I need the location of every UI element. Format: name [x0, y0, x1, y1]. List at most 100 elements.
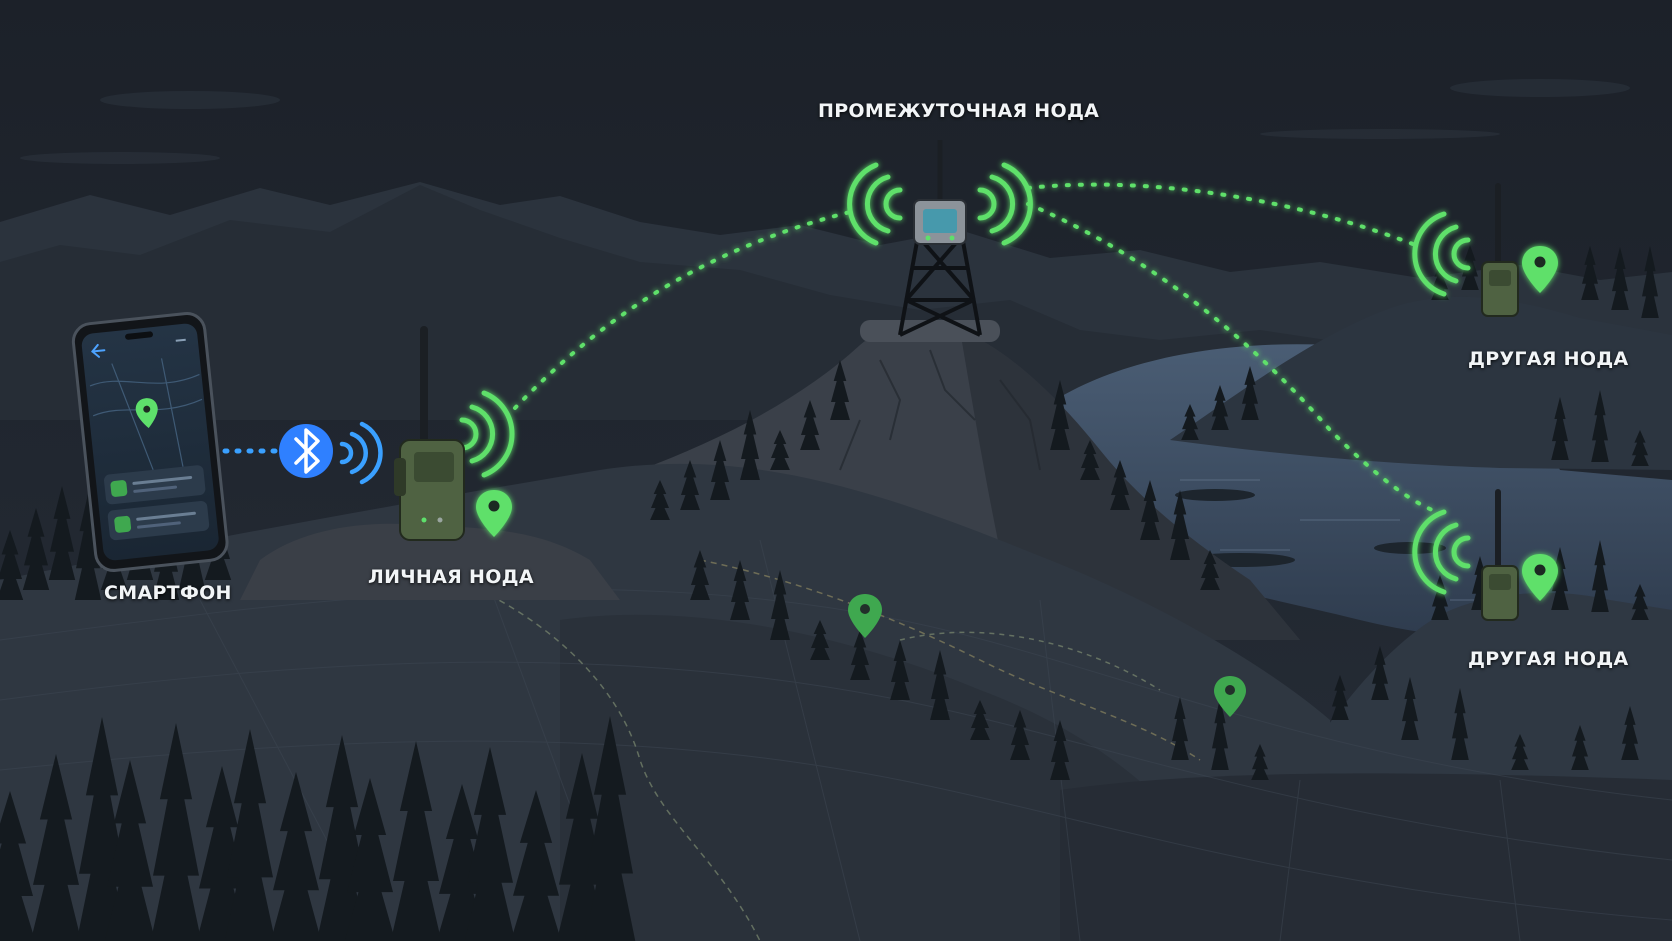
tree — [770, 570, 790, 640]
label-other-node-1: ДРУГАЯ НОДА — [1468, 348, 1629, 370]
tree — [74, 494, 102, 600]
tree — [1171, 697, 1189, 760]
tree — [1140, 480, 1160, 540]
location-pin-icon — [476, 490, 512, 537]
valley-floor — [1060, 773, 1672, 941]
tree — [1591, 540, 1609, 612]
tree — [1401, 677, 1419, 740]
phone-map — [89, 358, 203, 471]
tree — [810, 620, 830, 660]
tree — [800, 400, 820, 450]
menu-icon — [175, 338, 186, 342]
tree — [1211, 698, 1229, 770]
tree — [890, 640, 910, 700]
other-node-1-device — [1481, 183, 1519, 317]
tree — [344, 778, 396, 941]
tree — [464, 747, 516, 941]
tree — [680, 460, 700, 510]
tree — [1451, 688, 1469, 760]
tree — [1621, 706, 1639, 760]
tree — [1080, 440, 1100, 480]
clouds — [20, 79, 1630, 164]
tree — [1641, 246, 1659, 318]
tree — [1211, 385, 1229, 430]
rock-cracks — [839, 349, 1041, 471]
tree — [770, 430, 790, 470]
right-hill-upper — [1170, 296, 1672, 470]
tree — [1551, 397, 1569, 460]
label-relay-node: ПРОМЕЖУТОЧНАЯ НОДА — [818, 100, 1100, 122]
tree — [1050, 720, 1070, 780]
tree — [1181, 404, 1199, 440]
tree — [1170, 490, 1190, 560]
radio-wave-icon — [847, 162, 903, 246]
label-other-node-2: ДРУГАЯ НОДА — [1468, 648, 1629, 670]
tree — [270, 772, 322, 941]
tree — [1571, 725, 1589, 770]
tree — [30, 754, 82, 941]
tree — [0, 791, 36, 941]
tree — [710, 440, 730, 500]
tree — [150, 723, 202, 941]
phone-list-item — [107, 501, 210, 541]
tree — [1010, 710, 1030, 760]
bluetooth-icon — [279, 424, 333, 478]
trails — [479, 559, 1201, 941]
radio-wave-icon — [977, 162, 1033, 246]
link-relay-to-other-1 — [1026, 182, 1420, 248]
location-pin-icon — [1214, 676, 1246, 717]
tree — [930, 650, 950, 720]
tree — [0, 530, 24, 600]
tree — [1591, 390, 1609, 462]
tree — [830, 360, 850, 420]
mesh-links — [513, 182, 1434, 512]
bluetooth-waves — [339, 421, 383, 485]
tree — [1431, 575, 1449, 620]
tree — [1611, 247, 1629, 310]
tree — [48, 486, 76, 580]
location-pin-icon — [1522, 246, 1558, 293]
rocky-peak — [860, 320, 1000, 342]
tree — [510, 790, 562, 941]
tree — [970, 700, 990, 740]
link-personal-to-relay — [513, 210, 852, 410]
tree — [1371, 646, 1389, 700]
label-smartphone: СМАРТФОН — [104, 582, 232, 604]
tree — [740, 410, 760, 480]
location-pin-icon — [135, 398, 158, 429]
tree — [1511, 734, 1529, 770]
tree — [1251, 744, 1269, 780]
tree — [1581, 246, 1599, 300]
phone-list-item — [104, 465, 206, 505]
tree — [730, 560, 750, 620]
location-pin-icon — [848, 594, 882, 638]
tree — [650, 480, 670, 520]
tree — [22, 508, 50, 590]
tree — [584, 716, 636, 941]
terrain-location-pins — [848, 594, 1246, 717]
tree — [1631, 584, 1649, 620]
back-arrow-icon — [91, 343, 106, 358]
rolling-hill-2 — [560, 614, 1160, 941]
tree — [850, 630, 870, 680]
radio-waves — [459, 162, 1471, 595]
location-pin-icon — [1522, 554, 1558, 601]
radio-wave-icon — [1412, 509, 1471, 595]
radio-wave-icon — [1412, 211, 1471, 297]
tree — [1200, 550, 1220, 590]
rock-base — [240, 523, 620, 600]
tree — [1551, 547, 1569, 610]
label-personal-node: ЛИЧНАЯ НОДА — [368, 566, 534, 588]
radio-wave-icon — [459, 390, 515, 478]
relay-tower — [860, 140, 1000, 342]
tree — [1241, 366, 1259, 420]
forest-trees — [0, 245, 1659, 941]
personal-node-device — [240, 326, 620, 600]
tree — [690, 550, 710, 600]
tree — [1050, 380, 1070, 450]
link-relay-to-other-2 — [1026, 202, 1434, 512]
tree — [1631, 430, 1649, 466]
tree — [1331, 675, 1349, 720]
